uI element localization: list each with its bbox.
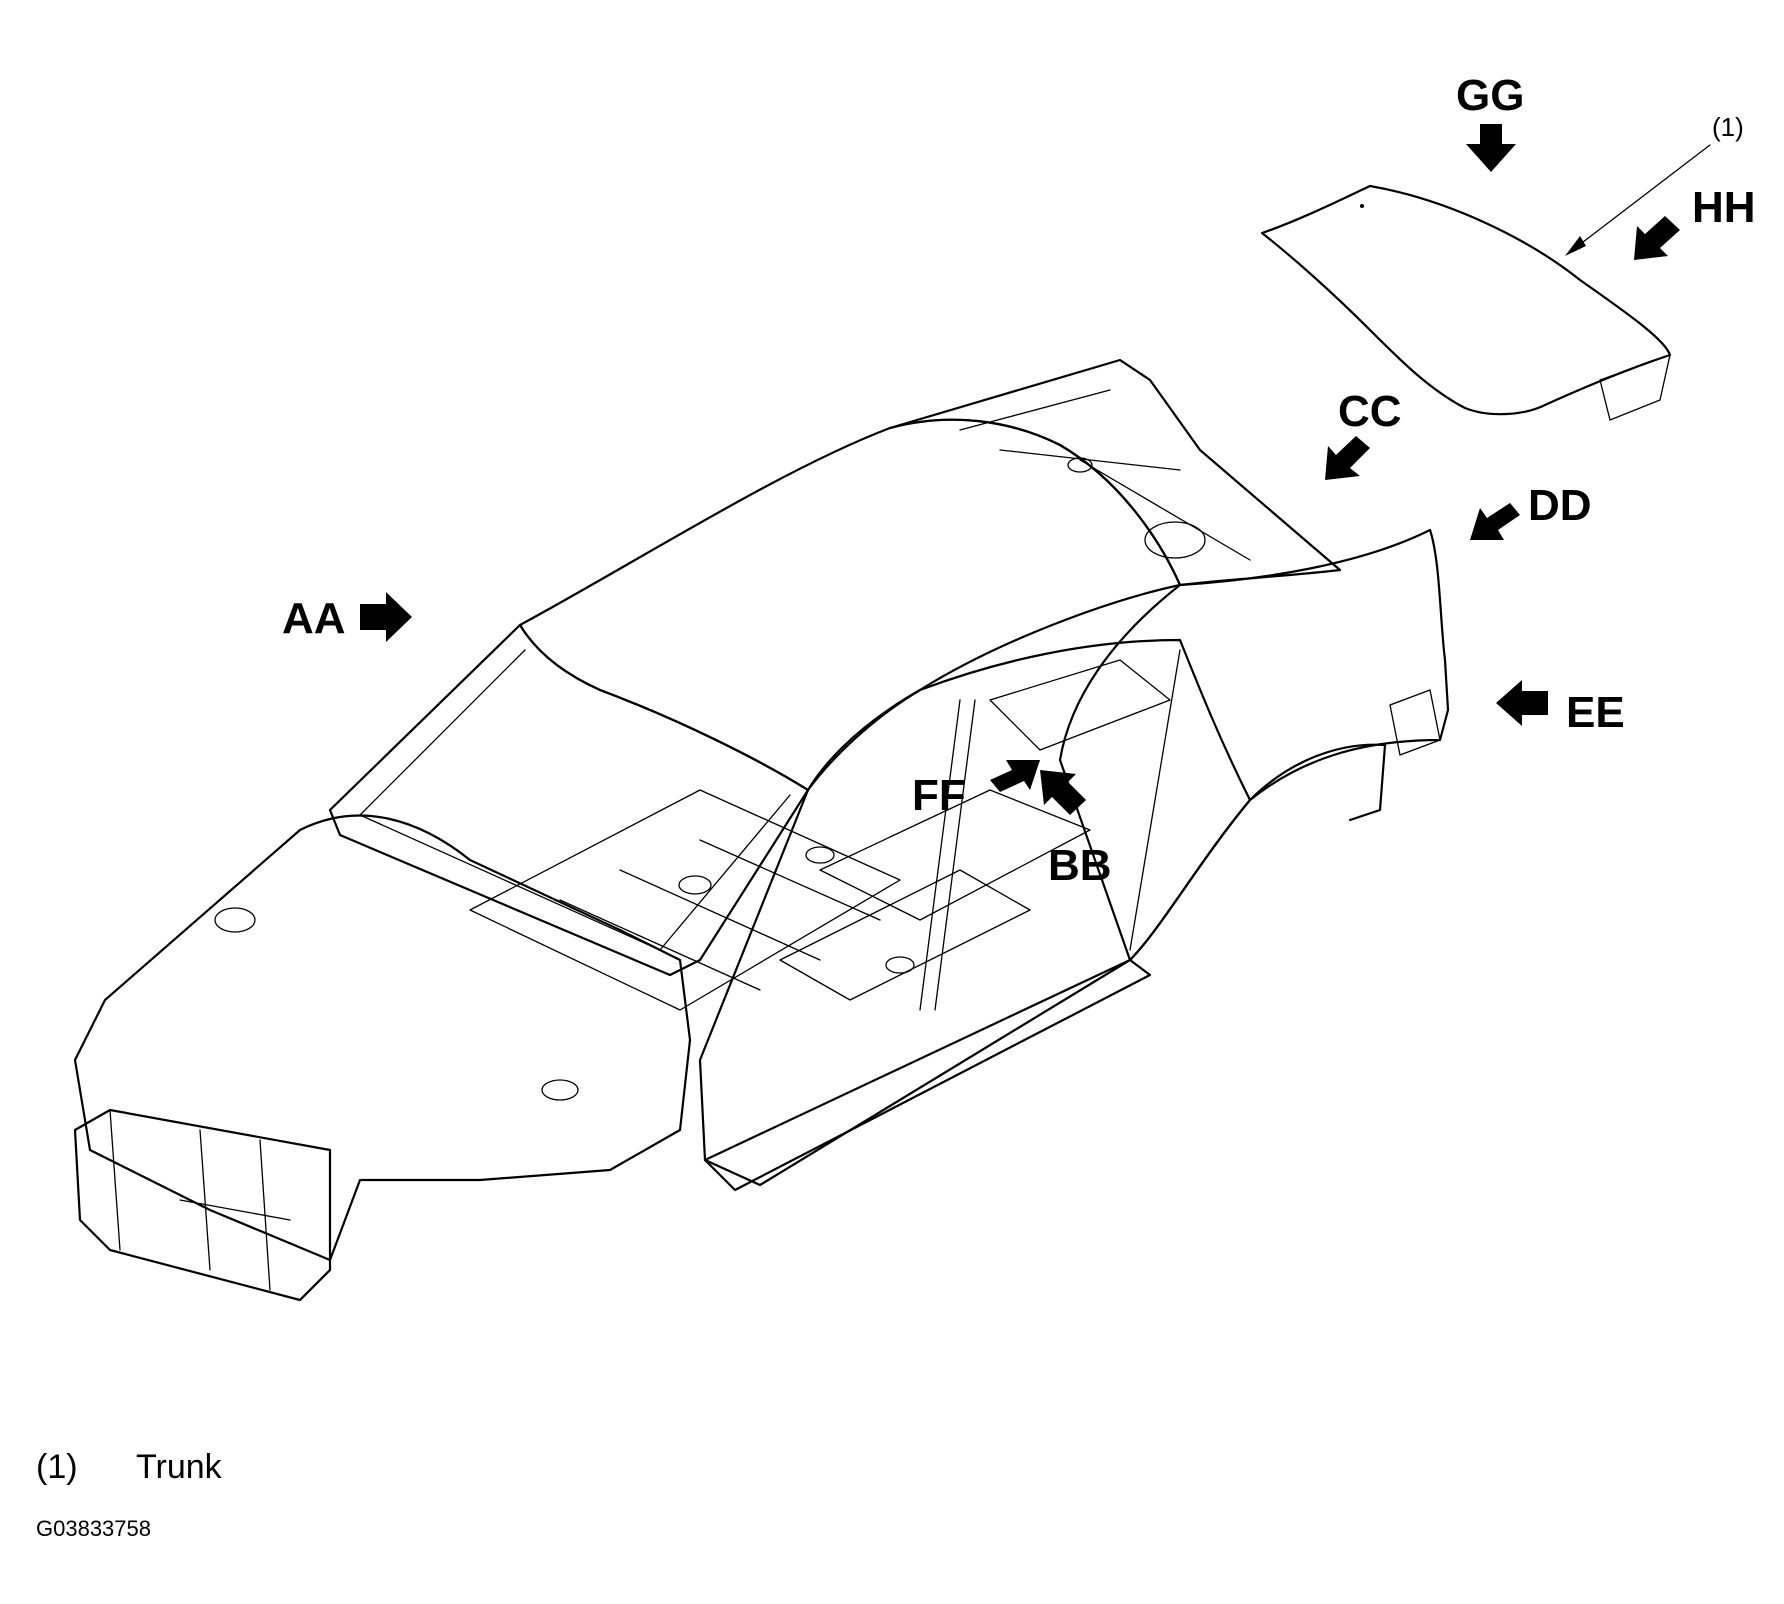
trunk-lid-panel (1260, 184, 1672, 416)
radiator-support (73, 1108, 332, 1302)
view-label-hh: HH (1692, 183, 1756, 232)
view-arrow-cc: CC (1325, 387, 1402, 480)
view-label-ff: FF (912, 771, 966, 820)
rear-wheel-arch (1248, 743, 1387, 822)
trunk-lid (1260, 184, 1672, 421)
arrow-right-icon (360, 592, 412, 642)
view-arrow-hh: HH (1634, 183, 1756, 260)
rear-deck-opening (888, 358, 1342, 587)
view-arrow-dd: DD (1470, 481, 1592, 540)
trunk-callout-label: (1) (1712, 112, 1744, 142)
figure-id: G03833758 (36, 1516, 151, 1541)
view-label-gg: GG (1456, 71, 1524, 120)
view-label-bb: BB (1048, 841, 1112, 890)
rear-quarter-panel (1058, 528, 1450, 962)
arrow-left-icon (1496, 680, 1548, 726)
arrow-down-icon (1466, 124, 1516, 172)
arrow-down-left-icon (1634, 216, 1680, 260)
car-body-shell (73, 358, 1450, 1302)
arrow-down-left-icon (1325, 436, 1370, 480)
view-arrow-ff: FF (912, 760, 1040, 820)
view-arrow-gg: GG (1456, 71, 1524, 172)
view-label-ee: EE (1566, 688, 1625, 737)
arrow-down-left-icon (1470, 503, 1520, 540)
legend-item-name: Trunk (136, 1448, 222, 1486)
floor-pan-details (214, 659, 1171, 1101)
arrow-right-icon (990, 760, 1040, 792)
rocker-sill (703, 958, 1152, 1192)
door-openings (698, 638, 1252, 1187)
view-label-aa: AA (282, 594, 346, 643)
view-arrow-ee: EE (1496, 680, 1625, 737)
legend: (1) Trunk (36, 1448, 222, 1487)
view-arrow-aa: AA (282, 592, 412, 643)
view-arrow-bb: BB (1040, 770, 1112, 890)
trunk-callout: (1) (1565, 112, 1744, 256)
engine-bay-outline (73, 814, 692, 1262)
legend-item-number: (1) (36, 1448, 78, 1486)
arrow-up-left-icon (1040, 770, 1086, 815)
view-label-dd: DD (1528, 481, 1592, 530)
view-label-cc: CC (1338, 387, 1402, 436)
